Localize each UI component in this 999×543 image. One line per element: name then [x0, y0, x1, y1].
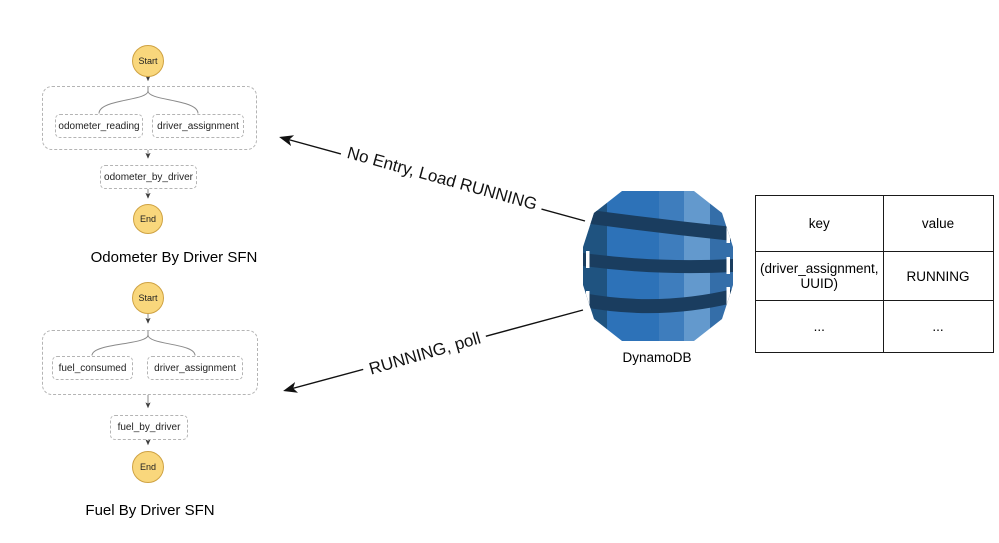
sfn2-end-node: End [132, 451, 164, 483]
sfn1-task-odometer-reading-label: odometer_reading [58, 120, 140, 132]
sfn2-task-fuel-by-driver: fuel_by_driver [110, 415, 188, 440]
sfn1-end-node: End [133, 204, 163, 234]
dynamodb-icon [583, 191, 733, 341]
sfn2-task-fuel-consumed-label: fuel_consumed [58, 362, 127, 374]
sfn1-task-odometer-by-driver-label: odometer_by_driver [104, 171, 193, 183]
sfn1-start-node: Start [132, 45, 164, 77]
sfn1-task-driver-assignment-label: driver_assignment [157, 120, 239, 132]
table-cell-key: ... [755, 300, 884, 353]
table-cell-value: RUNNING [882, 251, 994, 301]
sfn1-task-odometer-reading: odometer_reading [55, 114, 143, 138]
table-row: (driver_assignment, UUID) RUNNING [755, 251, 994, 301]
sfn1-task-odometer-by-driver: odometer_by_driver [100, 165, 197, 189]
sfn2-end-label: End [139, 462, 156, 472]
sfn2-task-fuel-consumed: fuel_consumed [52, 356, 133, 380]
table-header-value: value [882, 195, 994, 252]
table-header-row: key value [755, 195, 994, 252]
sfn1-connectors [98, 75, 199, 199]
table-row: ... ... [755, 300, 994, 353]
sfn2-task-driver-assignment-label: driver_assignment [154, 362, 236, 374]
sfn1-end-label: End [139, 214, 156, 224]
sfn2-task-fuel-by-driver-label: fuel_by_driver [117, 422, 181, 433]
sfn1-title: Odometer By Driver SFN [90, 249, 258, 266]
table-cell-value: ... [882, 300, 994, 353]
sfn2-start-label: Start [138, 293, 158, 303]
sfn1-task-driver-assignment: driver_assignment [152, 114, 244, 138]
sfn1-parallel-container [42, 86, 257, 150]
sfn2-parallel-container [42, 330, 258, 395]
sfn2-title: Fuel By Driver SFN [85, 502, 215, 519]
sfn2-start-node: Start [132, 282, 164, 314]
table-cell-key: (driver_assignment, UUID) [755, 251, 884, 301]
sfn2-task-driver-assignment: driver_assignment [147, 356, 243, 380]
sfn2-connectors [91, 314, 196, 446]
dynamodb-label: DynamoDB [622, 350, 692, 365]
dynamodb-kv-table: key value (driver_assignment, UUID) RUNN… [755, 195, 994, 353]
table-header-key: key [755, 195, 884, 252]
sfn1-start-label: Start [138, 56, 158, 66]
